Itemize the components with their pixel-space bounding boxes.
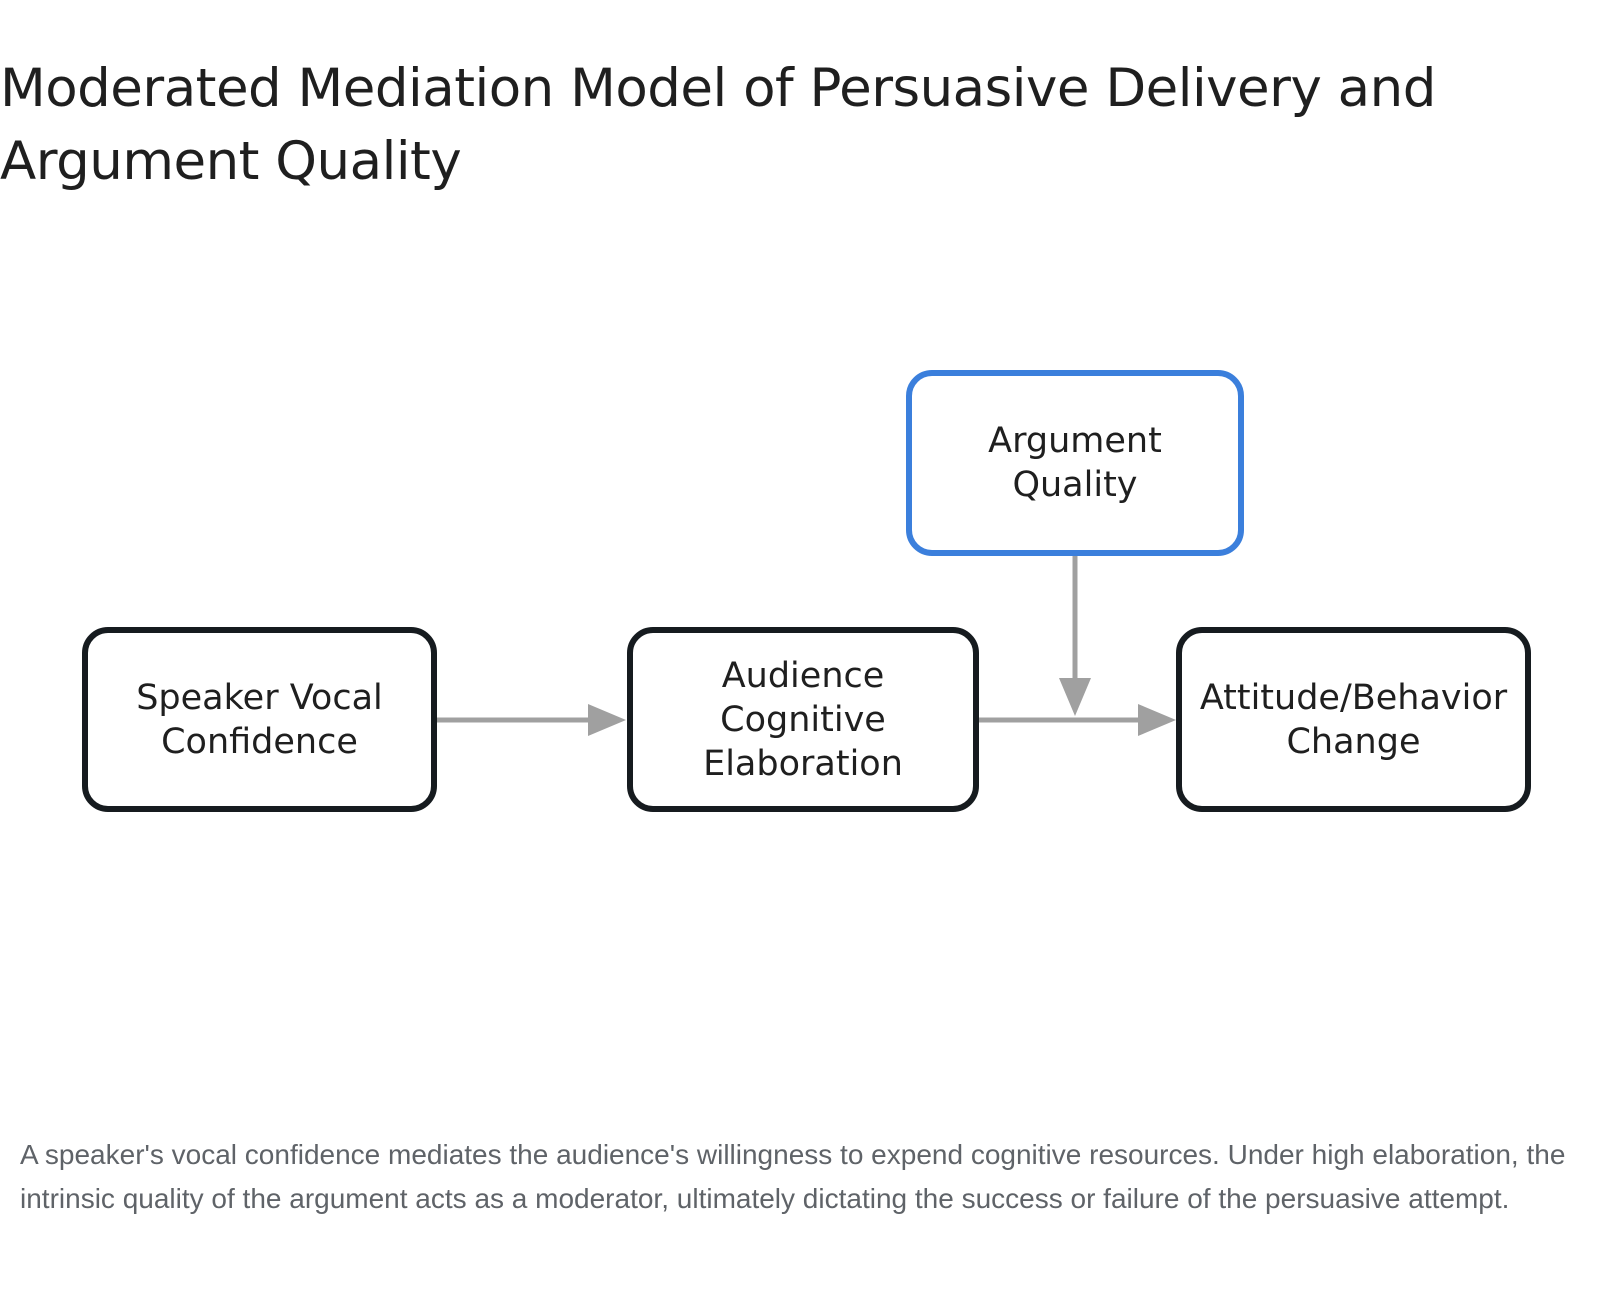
node-attitude-label: Attitude/Behavior Change <box>1199 677 1508 762</box>
mediation-diagram: Speaker Vocal Confidence Audience Cognit… <box>0 330 1600 850</box>
node-speaker-label: Speaker Vocal Confidence <box>136 677 383 762</box>
node-argument-label: Argument Quality <box>988 421 1162 505</box>
arrowhead-moderation <box>1059 678 1091 716</box>
node-argument-quality: Argument Quality <box>906 370 1244 556</box>
arrowhead-attitude <box>1138 704 1176 736</box>
arrowhead-audience <box>588 704 626 736</box>
node-attitude-behavior-change: Attitude/Behavior Change <box>1176 627 1531 812</box>
node-audience-cognitive-elaboration: Audience Cognitive Elaboration <box>627 627 979 812</box>
diagram-caption: A speaker's vocal confidence mediates th… <box>20 1139 1566 1214</box>
diagram-title: Moderated Mediation Model of Persuasive … <box>0 58 1436 192</box>
node-audience-label: Audience Cognitive Elaboration <box>703 655 903 784</box>
node-speaker-vocal-confidence: Speaker Vocal Confidence <box>82 627 437 812</box>
diagram-edges <box>436 556 1176 736</box>
